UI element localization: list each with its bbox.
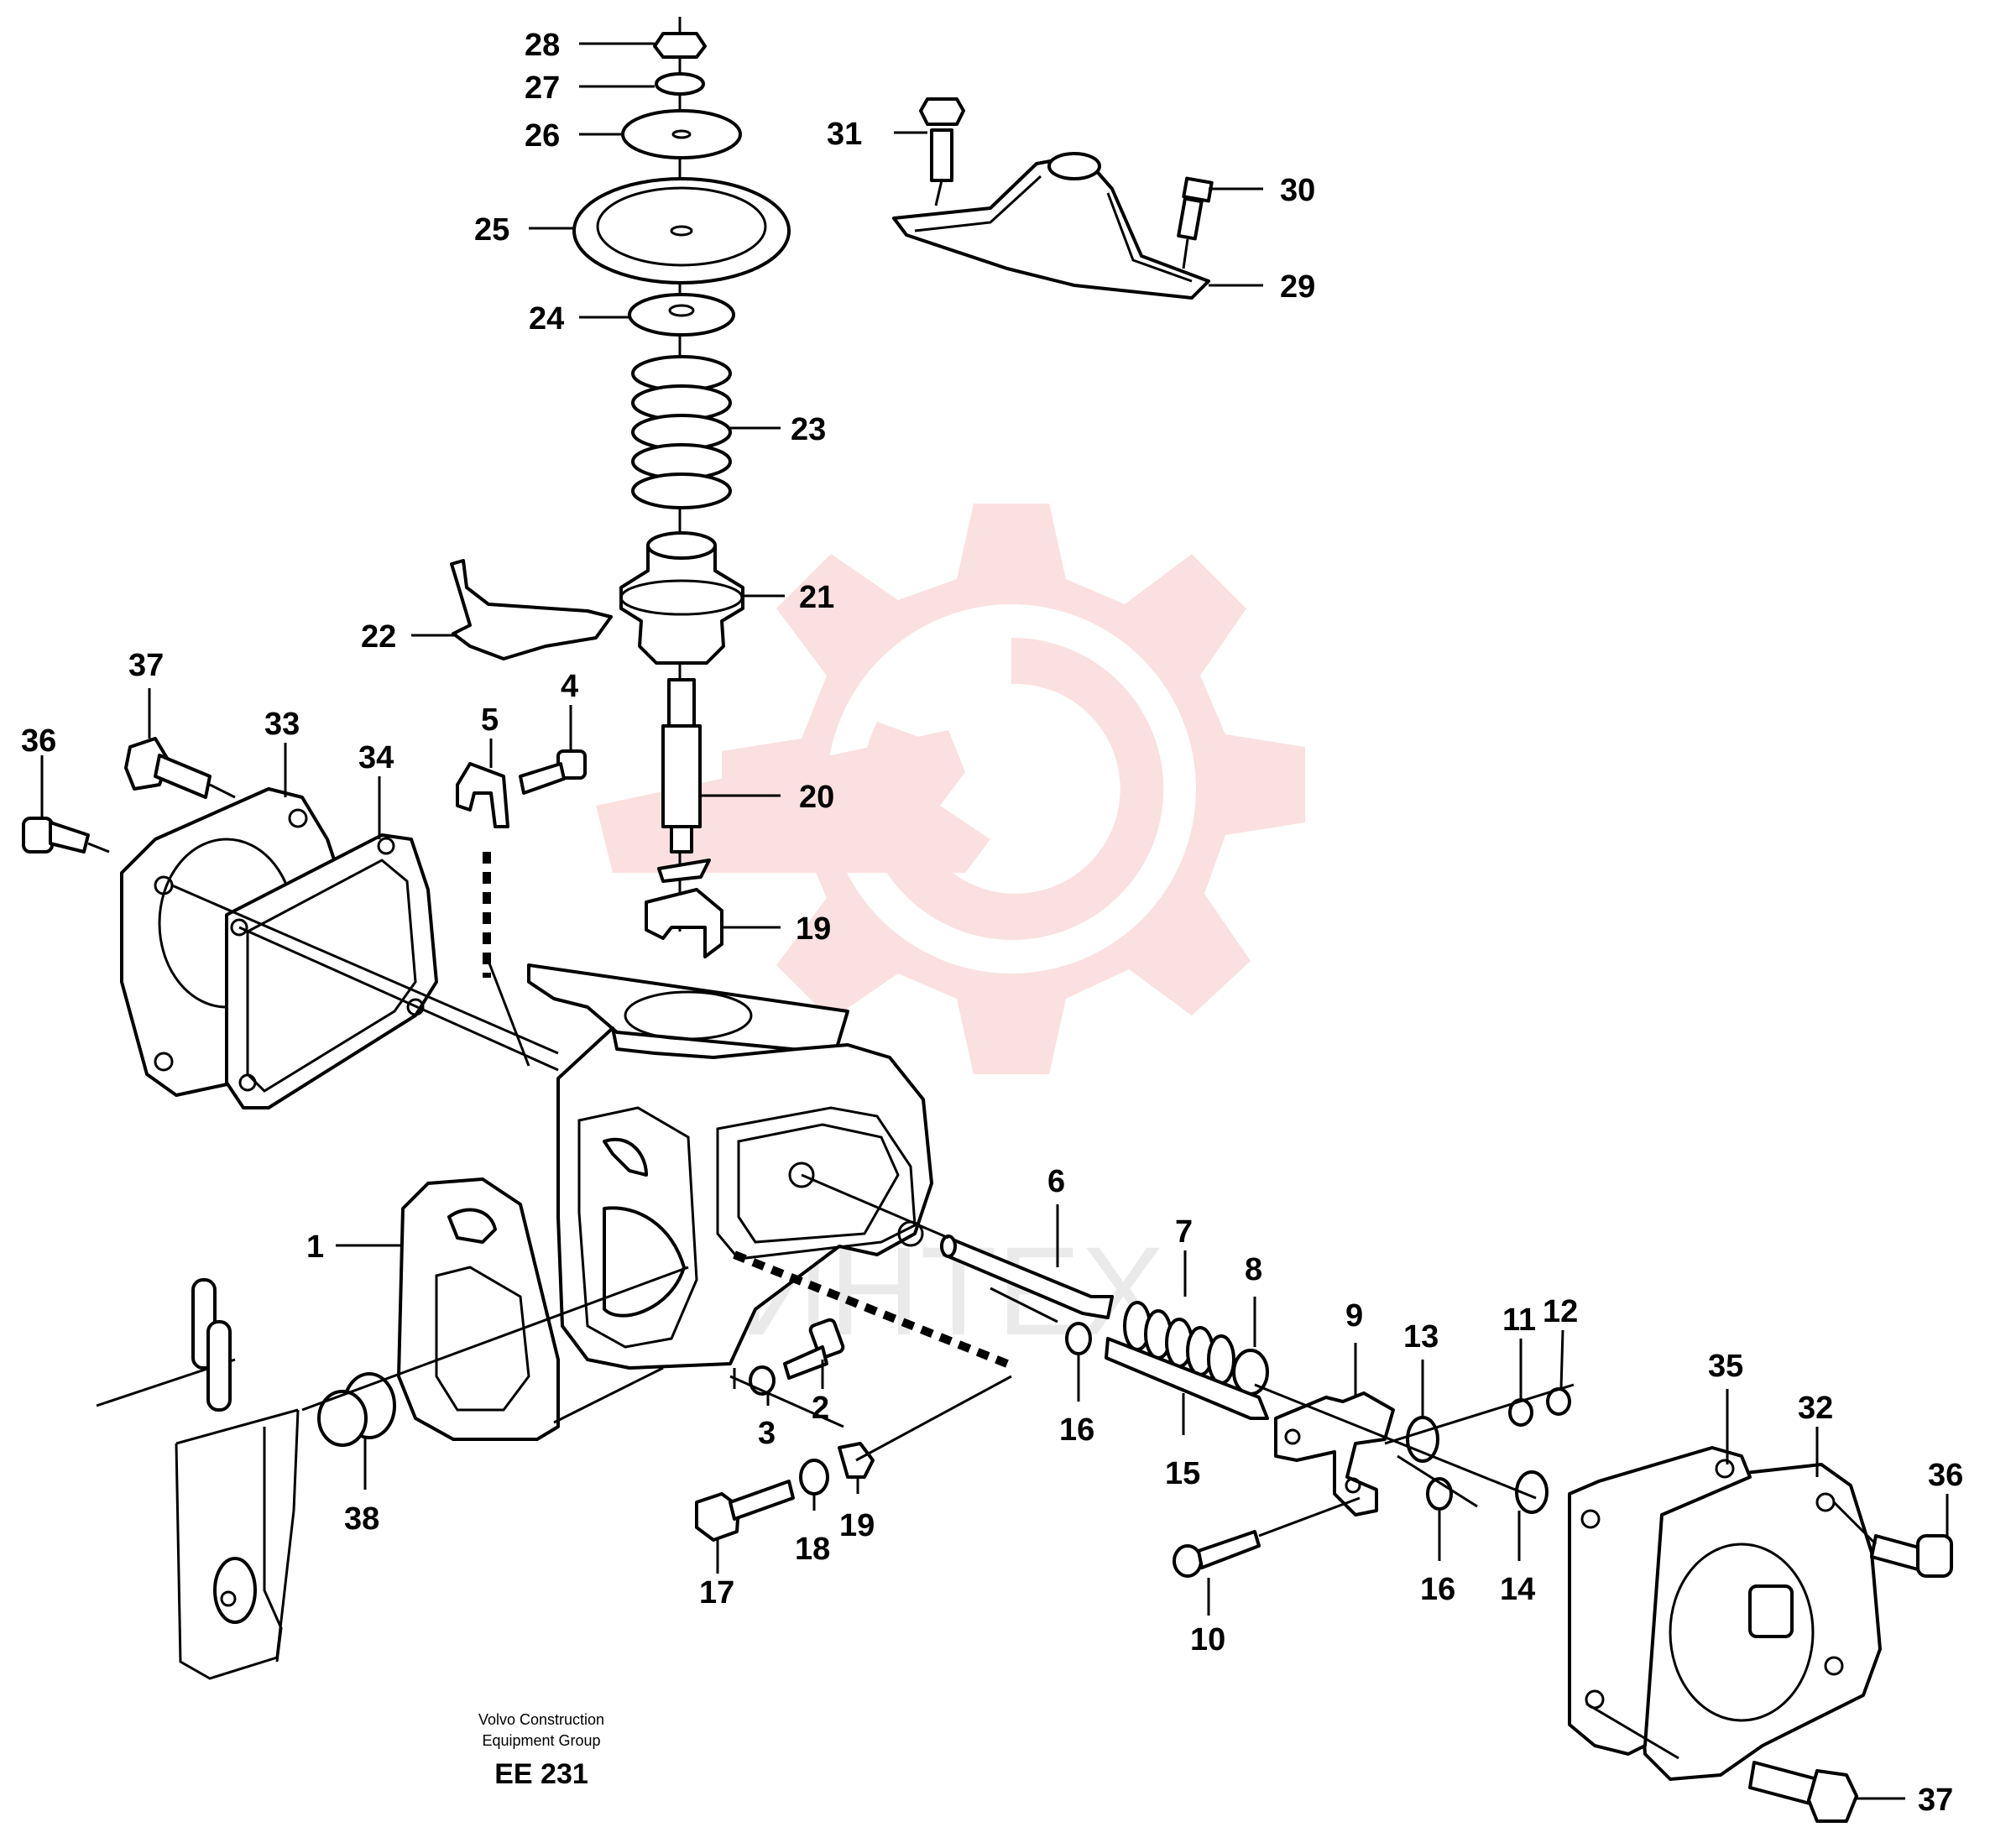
- part-15-pin: [1105, 1337, 1269, 1420]
- callout-38: 38: [344, 1501, 379, 1537]
- callout-13: 13: [1403, 1319, 1439, 1355]
- callout-10: 10: [1190, 1622, 1225, 1657]
- callout-7: 7: [1175, 1214, 1193, 1250]
- callout-9: 9: [1345, 1298, 1363, 1334]
- footer: Volvo Construction Equipment Group EE 23…: [478, 1711, 604, 1790]
- callout-25: 24: [529, 301, 564, 337]
- callout-32: 31: [827, 117, 862, 152]
- linkage-bracket: [96, 1278, 300, 1680]
- vertical-stack: [572, 17, 791, 958]
- callout-3: 3: [758, 1416, 776, 1451]
- callout-19: 19: [839, 1508, 875, 1543]
- callout-12: 12: [1543, 1294, 1578, 1329]
- part-35-gasket: [225, 833, 438, 1109]
- part-16-clip: [1065, 1322, 1092, 1355]
- callout-22: 21: [799, 580, 834, 615]
- part-9-lever: [1274, 1391, 1395, 1517]
- part-37-bolt-left: [124, 737, 236, 799]
- part-2-screw: [783, 1318, 845, 1380]
- part-10-screw: [1173, 1530, 1261, 1578]
- part-36-bolt-left: [22, 817, 110, 854]
- callout-37-right: 37: [1918, 1783, 1953, 1818]
- assembly-axis-lines: [171, 884, 1878, 1760]
- part-1-gasket: [397, 1177, 560, 1441]
- callout-2: 2: [812, 1391, 829, 1426]
- governor-body: [527, 963, 933, 1370]
- footer-line-2: Equipment Group: [482, 1732, 600, 1749]
- part-38-plug: [317, 1372, 396, 1447]
- callout-14: 14: [1500, 1572, 1535, 1607]
- part-6-shaft: [940, 1235, 1114, 1319]
- footer-line-1: Volvo Construction: [478, 1711, 604, 1728]
- callout-6: 6: [1047, 1164, 1065, 1199]
- callout-24: 23: [791, 412, 826, 447]
- callout-37-left: 37: [128, 648, 164, 683]
- watermark-gear-icon: [596, 504, 1305, 1074]
- callout-15: 15: [1165, 1456, 1200, 1491]
- callout-17: 17: [699, 1575, 734, 1610]
- callout-16: 16: [1059, 1412, 1094, 1448]
- callout-34: 33: [264, 707, 300, 742]
- part-33-cover: [1635, 1463, 1882, 1781]
- part-17-bolt: [695, 1480, 795, 1542]
- callout-20: 19: [796, 911, 831, 947]
- part-14-washer: [1515, 1470, 1549, 1514]
- callouts: 28 27 26 25 24 23 21 22 20 19 37 36 33 3…: [21, 28, 1963, 1818]
- callout-21: 20: [799, 780, 834, 815]
- callout-36-right: 36: [1928, 1458, 1963, 1493]
- callout-18: 18: [795, 1532, 830, 1567]
- part-21-rod: [657, 678, 711, 883]
- part-32-bolt: [919, 97, 965, 206]
- part-18-washer: [799, 1459, 829, 1496]
- callout-31: 30: [1280, 173, 1315, 208]
- callout-27: 26: [525, 118, 560, 154]
- footer-code: EE 231: [494, 1758, 588, 1790]
- callout-26: 25: [474, 212, 509, 248]
- callout-1: 1: [306, 1229, 324, 1265]
- part-20-bracket: [645, 888, 723, 958]
- part-28-washer: [655, 72, 705, 96]
- part-4-screw: [519, 749, 587, 795]
- part-13-washer: [1406, 1416, 1439, 1463]
- callout-8: 8: [1245, 1252, 1262, 1287]
- part-36-bolt-right: [1870, 1534, 1953, 1578]
- callout-23: 22: [361, 619, 396, 655]
- part-29-nut: [653, 32, 707, 59]
- part-37-bolt-right: [1748, 1761, 1858, 1823]
- part-27-plate: [621, 109, 742, 159]
- callout-30: 29: [1280, 269, 1315, 305]
- part-23-clip: [450, 559, 613, 660]
- part-5-clip: [456, 762, 509, 828]
- callout-35-right: 35: [1708, 1349, 1743, 1384]
- part-22-housing: [619, 531, 744, 665]
- part-26-diaphragm: [572, 177, 791, 285]
- part-31-screw: [1177, 176, 1214, 269]
- callout-16-right: 16: [1420, 1572, 1455, 1607]
- callout-5: 5: [481, 702, 499, 738]
- callout-29: 28: [525, 28, 560, 63]
- callout-11: 11: [1502, 1302, 1536, 1338]
- callout-35-left: 34: [358, 740, 394, 775]
- callout-4: 4: [561, 669, 578, 704]
- callout-36-left: 36: [21, 723, 56, 759]
- callout-33: 32: [1798, 1391, 1833, 1426]
- part-30-cover: [892, 152, 1210, 300]
- callout-28: 27: [525, 70, 560, 106]
- part-24-spring: [631, 355, 732, 509]
